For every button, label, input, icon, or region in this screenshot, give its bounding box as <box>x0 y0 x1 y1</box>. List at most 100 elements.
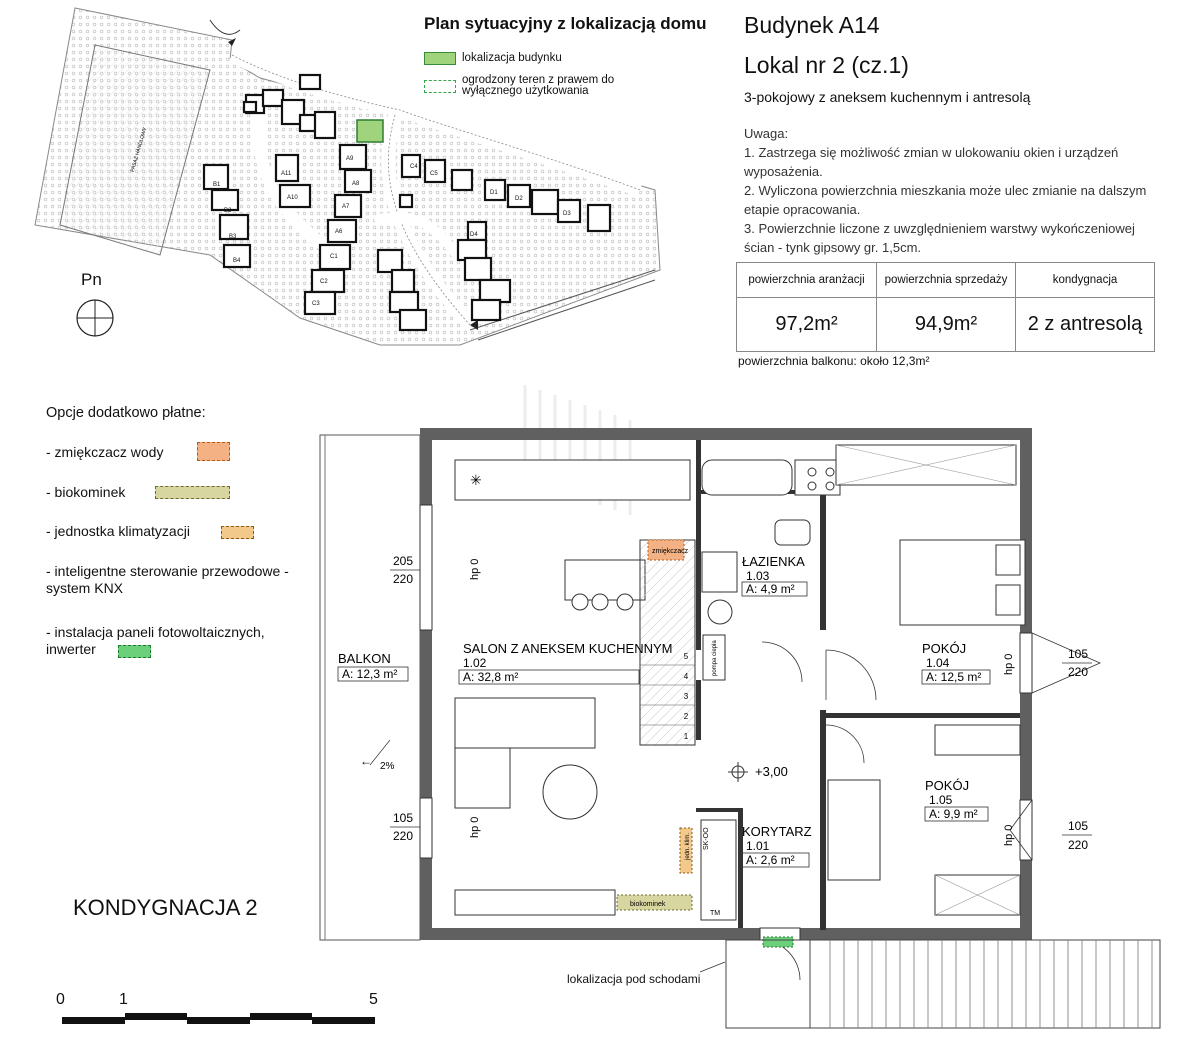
svg-text:1: 1 <box>684 732 689 741</box>
site-house <box>261 88 285 108</box>
pv-swatch-icon <box>118 645 151 658</box>
slope-arrow-icon: ← <box>360 754 372 768</box>
highlighted-building <box>356 119 384 143</box>
notes-title: Uwaga: <box>744 126 789 141</box>
house-label: A6 <box>335 229 343 235</box>
svg-text:220: 220 <box>1068 665 1088 679</box>
svg-text:biokominek: biokominek <box>630 901 666 908</box>
site-house <box>586 203 612 233</box>
svg-text:hp 0: hp 0 <box>1003 654 1015 675</box>
window-dim-1: 205 220 hp 0 <box>390 554 481 586</box>
svg-text:hp 0: hp 0 <box>469 559 481 580</box>
house-label: C5 <box>430 171 438 177</box>
svg-text:zmiękczacz: zmiękczacz <box>652 548 689 555</box>
svg-text:hp 0: hp 0 <box>1003 825 1015 846</box>
svg-text:A: 4,9 m²: A: 4,9 m² <box>746 582 795 596</box>
scale-label: 5 <box>369 991 378 1008</box>
legend-swatch-icon <box>424 80 456 93</box>
floor-plan: 2% ← ✳ 1 <box>62 385 1161 1029</box>
ac-swatch-icon <box>221 526 254 539</box>
site-house <box>242 100 258 114</box>
house-label: B1 <box>213 182 221 188</box>
exterior-stairs <box>809 939 1161 1029</box>
house-label: A10 <box>287 195 298 201</box>
desk <box>934 724 1021 756</box>
level-label: KONDYGNACJA 2 <box>73 895 258 920</box>
svg-text:TM: TM <box>710 910 720 917</box>
house-label: A7 <box>342 204 350 210</box>
balcony <box>319 434 421 941</box>
svg-text:105: 105 <box>1068 647 1088 661</box>
site-houses <box>202 73 612 332</box>
svg-text:SK-OO: SK-OO <box>703 827 710 850</box>
coffee-table <box>542 764 598 820</box>
site-house <box>530 188 560 216</box>
site-house <box>274 153 300 183</box>
site-house <box>298 73 322 91</box>
site-house <box>398 193 414 209</box>
svg-text:jedn. klim.: jedn. klim. <box>685 833 691 861</box>
compass-label: Pn <box>81 270 102 289</box>
site-house <box>326 218 358 244</box>
area-header: powierzchnia sprzedaży <box>876 262 1016 298</box>
option-air-conditioning: - jednostka klimatyzacji <box>46 523 190 539</box>
site-house <box>313 110 337 140</box>
option-water-softener: - zmiękczacz wody <box>46 444 164 460</box>
unit-title: Lokal nr 2 (cz.1) <box>744 52 909 78</box>
house-label: C3 <box>312 301 320 307</box>
site-house <box>483 178 507 202</box>
svg-text:4: 4 <box>684 672 689 681</box>
kitchen-island <box>564 559 646 601</box>
house-label: D4 <box>470 232 478 238</box>
site-house <box>450 168 474 192</box>
svg-text:A: 12,3 m²: A: 12,3 m² <box>342 667 397 681</box>
house-label: C4 <box>410 164 418 170</box>
unit-description: 3-pokojowy z aneksem kuchennym i antreso… <box>744 89 1031 105</box>
note-line: 2. Wyliczona powierzchnia mieszkania moż… <box>744 183 1147 198</box>
site-house <box>506 183 532 209</box>
svg-text:POKÓJ: POKÓJ <box>925 778 969 793</box>
balcony-slope: 2% <box>380 761 395 772</box>
house-label: C2 <box>320 279 328 285</box>
window-dim-4: 105 220 hp 0 <box>1003 819 1092 852</box>
room-salon: SALON Z ANEKSEM KUCHENNYM 1.02 A: 32,8 m… <box>458 641 673 685</box>
site-house <box>470 298 502 322</box>
svg-text:A: 12,5 m²: A: 12,5 m² <box>926 670 981 684</box>
ac-marker <box>679 827 693 874</box>
svg-text:hp 0: hp 0 <box>469 817 481 838</box>
house-label: B3 <box>229 234 237 240</box>
stove <box>794 459 841 496</box>
site-house <box>478 278 512 304</box>
house-label: D3 <box>563 211 571 217</box>
svg-text:POKÓJ: POKÓJ <box>922 641 966 656</box>
area-header: kondygnacja <box>1015 262 1155 298</box>
window-dim-2: 105 220 hp 0 <box>390 811 481 843</box>
svg-text:ŁAZIENKA: ŁAZIENKA <box>742 554 805 569</box>
svg-text:220: 220 <box>393 829 413 843</box>
svg-text:105: 105 <box>1068 819 1088 833</box>
svg-text:1.04: 1.04 <box>926 656 950 670</box>
site-house <box>310 268 346 294</box>
house-label: A11 <box>281 171 292 177</box>
site-house <box>278 183 312 209</box>
house-label: B4 <box>233 258 241 264</box>
option-biofireplace: - biokominek <box>46 484 126 500</box>
svg-text:BALKON: BALKON <box>338 651 391 666</box>
area-value: 2 z antresolą <box>1015 297 1155 352</box>
svg-text:1.01: 1.01 <box>746 839 770 853</box>
site-house <box>218 213 250 241</box>
site-house <box>202 163 230 191</box>
notes-block: Uwaga: 1. Zastrzega się możliwość zmian … <box>744 124 1164 257</box>
site-house <box>303 290 337 316</box>
options-title: Opcje dodatkowo płatne: <box>46 405 206 421</box>
toilet <box>774 519 811 546</box>
room-balcony: BALKON A: 12,3 m² <box>337 651 409 682</box>
site-plan-title: Plan sytuacyjny z lokalizacją domu <box>424 14 707 33</box>
svg-text:1.02: 1.02 <box>463 656 487 670</box>
elevation-label: +3,00 <box>755 764 788 779</box>
house-label: A8 <box>352 181 360 187</box>
area-table: powierzchnia aranżacji powierzchnia sprz… <box>736 262 1155 352</box>
site-house <box>280 98 306 126</box>
legend-swatch-icon <box>424 52 456 65</box>
svg-text:1.05: 1.05 <box>929 793 953 807</box>
